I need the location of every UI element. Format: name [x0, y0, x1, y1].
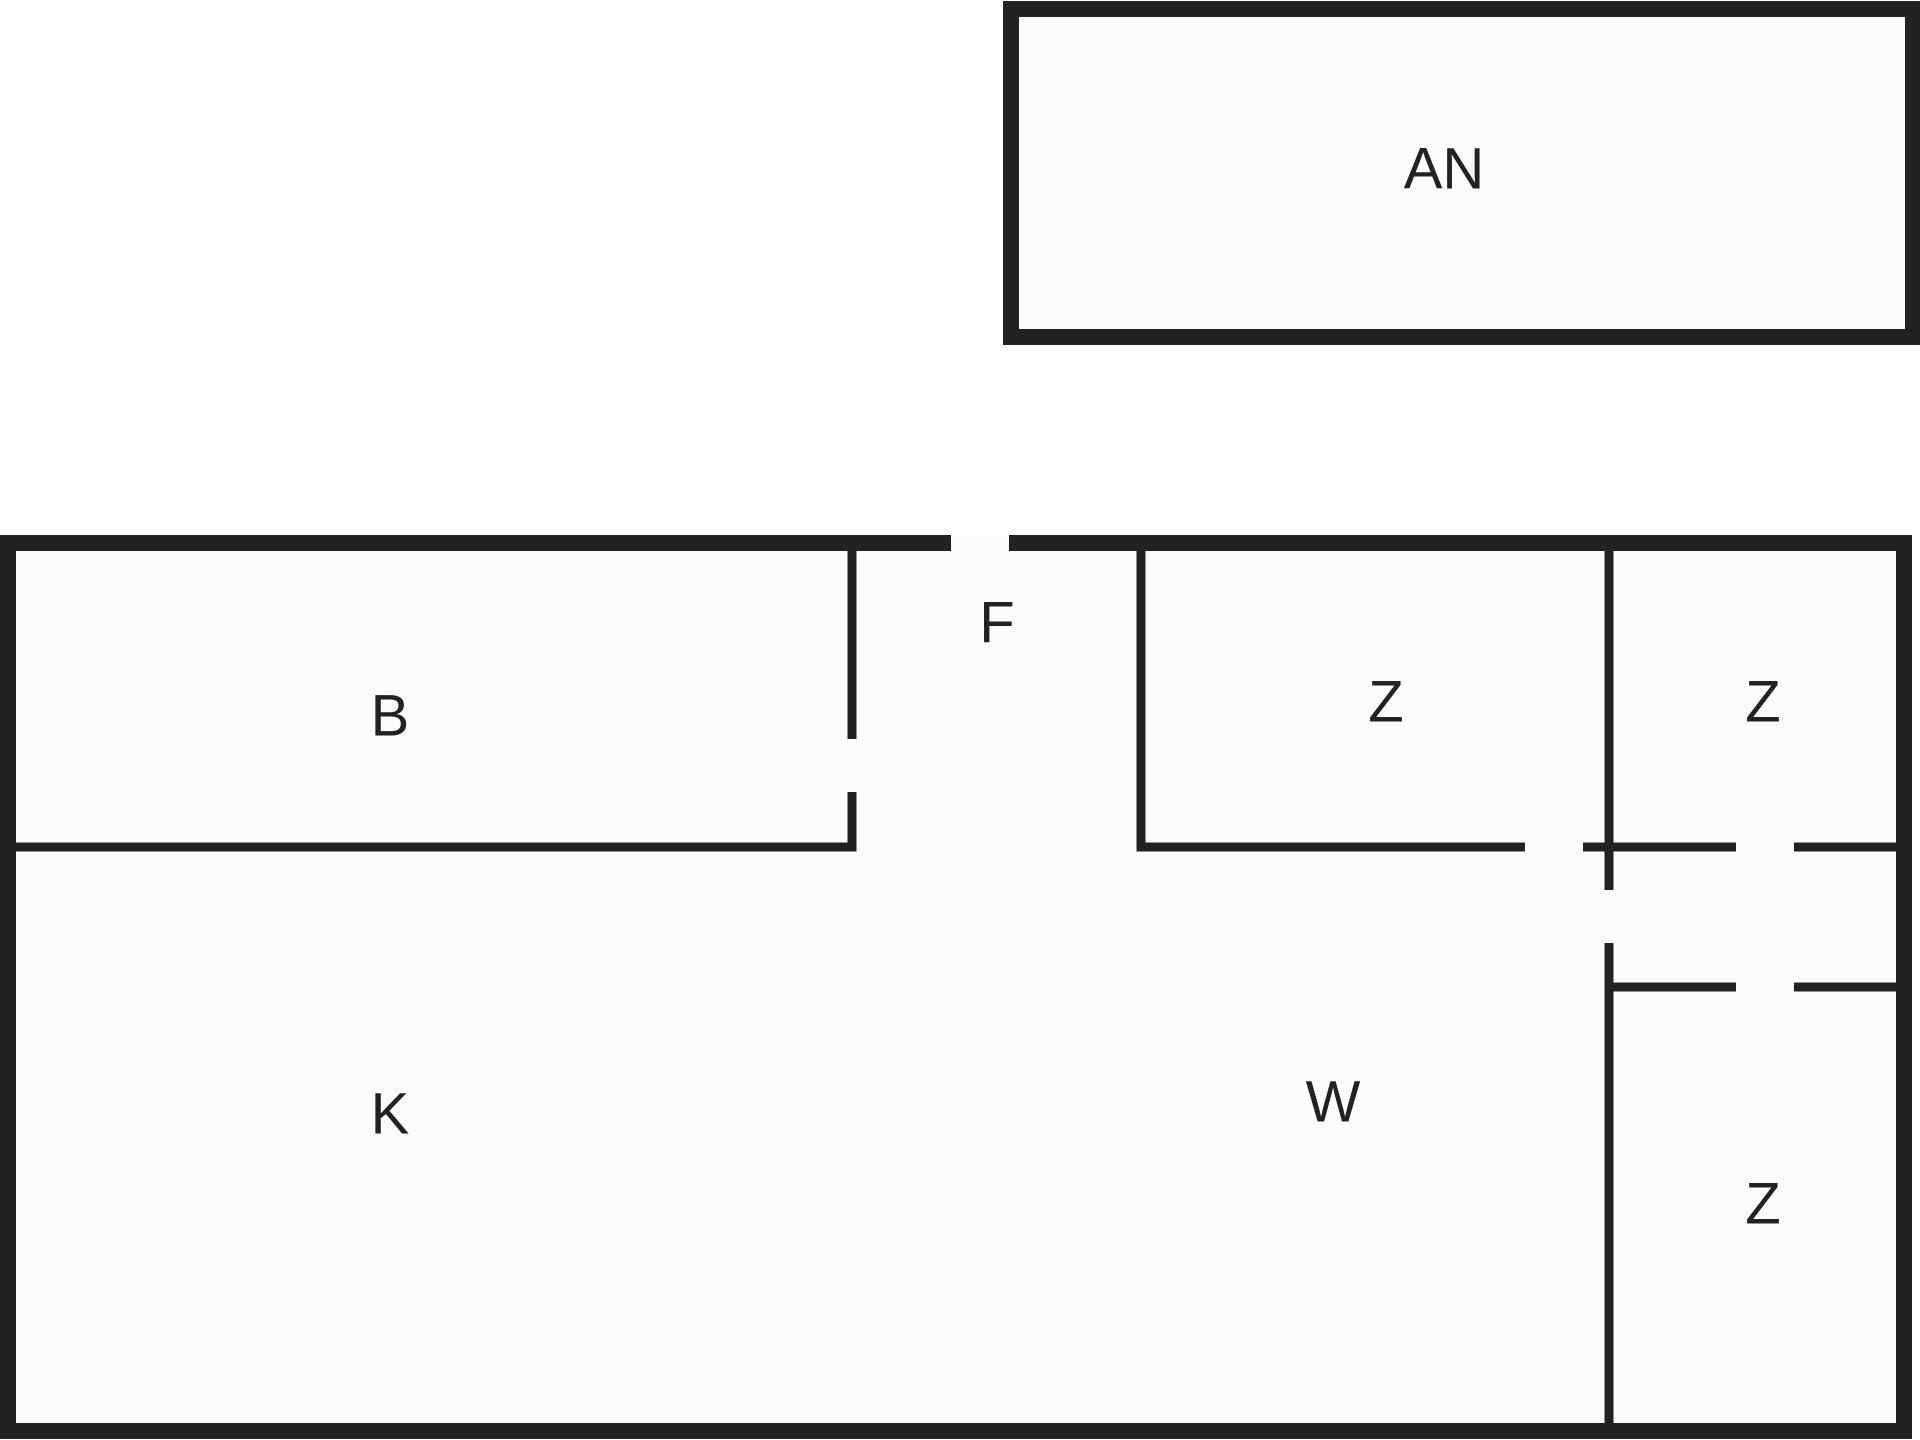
room-label-z1: Z: [1368, 669, 1403, 734]
room-label-b: B: [371, 683, 410, 748]
door-z2[interactable]: [1736, 840, 1794, 854]
room-label-an: AN: [1404, 136, 1485, 201]
main-floor-fill: [8, 543, 1904, 1431]
room-label-k: K: [371, 1081, 410, 1146]
room-label-w: W: [1306, 1069, 1361, 1134]
door-openings: [845, 739, 1794, 994]
room-label-z3: Z: [1745, 1171, 1780, 1236]
door-hall-w[interactable]: [1602, 890, 1616, 943]
annex-outline: [1003, 1, 1920, 345]
entrance-door[interactable]: [951, 534, 1009, 552]
door-z3[interactable]: [1736, 980, 1794, 994]
room-labels: AN B F Z Z K W Z: [371, 136, 1781, 1236]
door-bath[interactable]: [845, 739, 859, 792]
room-label-f: F: [979, 590, 1014, 655]
room-label-z2: Z: [1745, 669, 1780, 734]
door-z1[interactable]: [1525, 840, 1583, 854]
